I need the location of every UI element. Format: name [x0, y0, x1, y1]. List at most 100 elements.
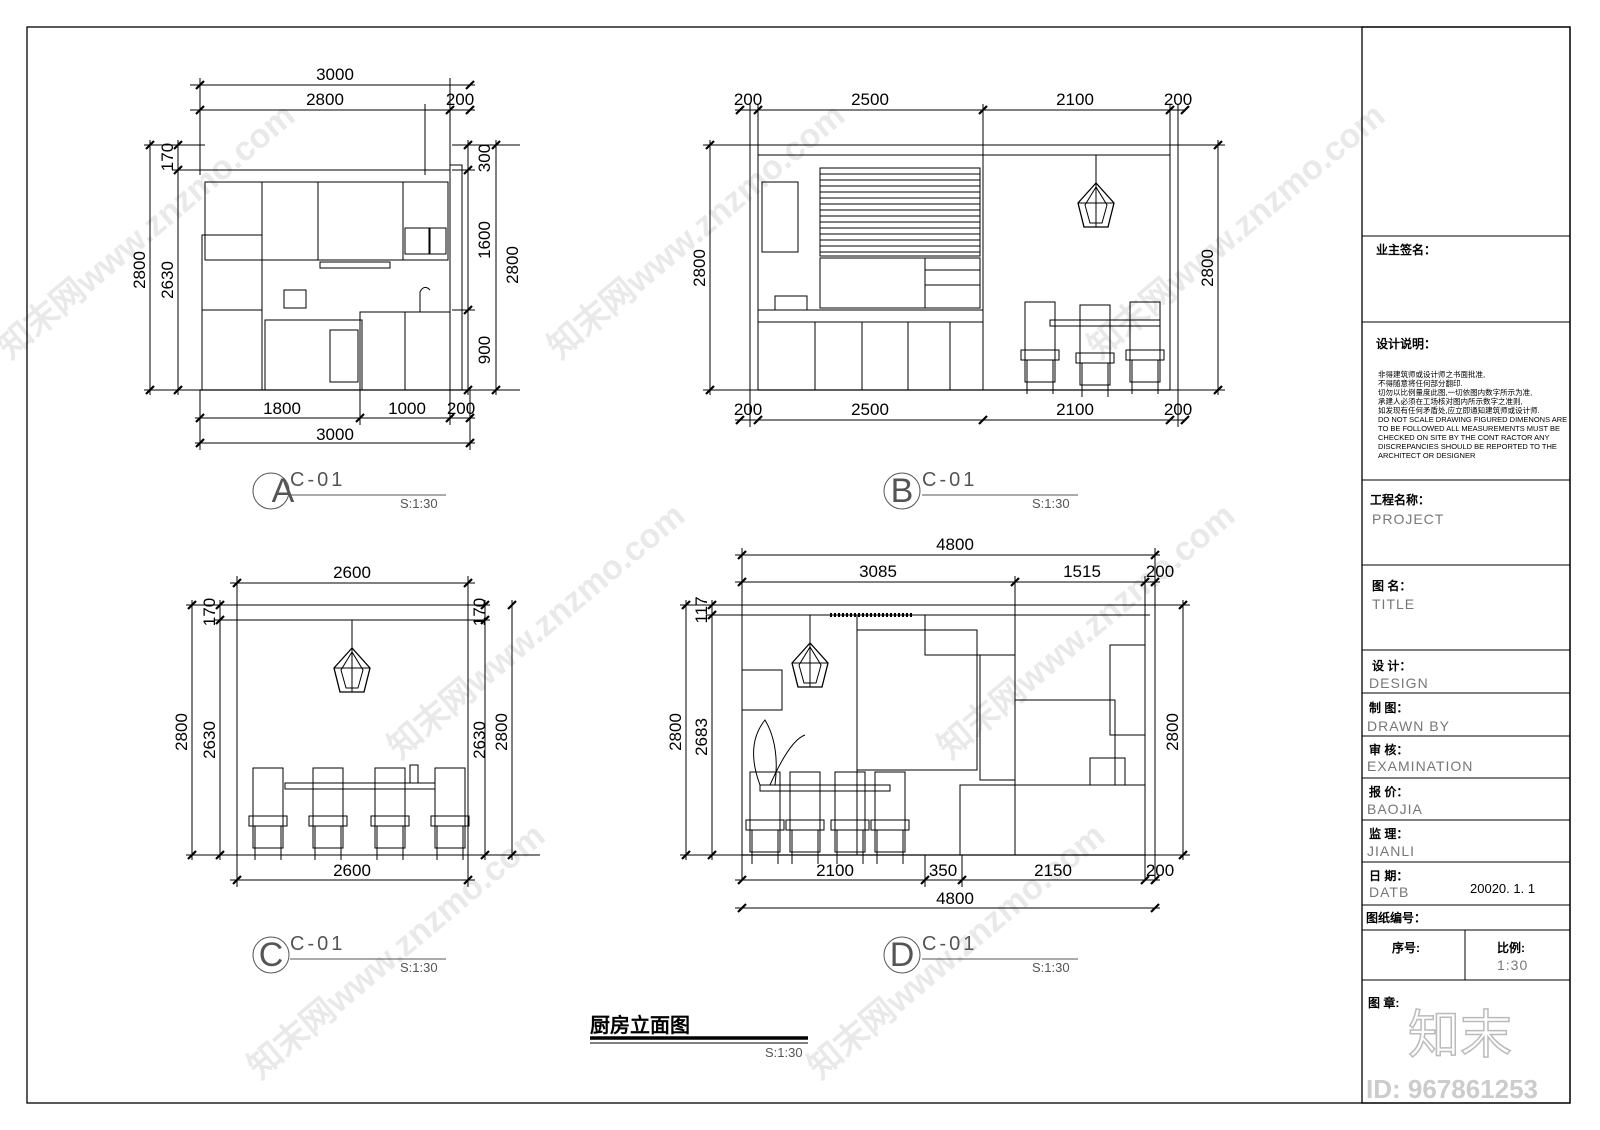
dim-label: 2800 [172, 713, 191, 751]
note-line: TO BE FOLLOWED ALL MEASUREMENTS MUST BE [1378, 424, 1560, 433]
note-line: DISCREPANCIES SHOULD BE REPORTED TO THE [1378, 442, 1557, 451]
dim-label: 200 [1146, 562, 1174, 581]
elevation-d: 4800 3085 1515 200 2800 117 2683 2800 21… [666, 535, 1190, 914]
watermark-layer: 知末网www.znzmo.com 知末网www.znzmo.com 知末网www… [0, 96, 1392, 1086]
elevation-a-scale: S:1:30 [400, 496, 438, 511]
elevation-b-marker [883, 472, 921, 510]
dim-label: 2630 [470, 721, 489, 759]
supervisor-label: 监 理： [1369, 826, 1408, 841]
drawing-scale: S:1:30 [765, 1045, 803, 1060]
scale-label: 比例: [1497, 940, 1525, 955]
dim-label: 200 [1164, 90, 1192, 109]
dim-label: 2600 [333, 861, 371, 880]
dim-label: 1600 [475, 221, 494, 259]
project-label: 工程名称： [1370, 492, 1430, 507]
project-value: PROJECT [1372, 511, 1444, 527]
dim-label: 200 [734, 400, 762, 419]
date-label: 日 期： [1369, 868, 1408, 883]
drawing-no-label: 图纸编号： [1366, 910, 1426, 925]
dim-label: 117 [692, 596, 711, 623]
watermark-text: 知末网www.znzmo.com [241, 816, 552, 1086]
dim-label: 2100 [1056, 400, 1094, 419]
design-notes: 非得建筑师或设计师之书面批准, 不得随意将任何部分翻印. 切勿以比例量度此图,一… [1378, 369, 1567, 460]
dim-label: 2800 [130, 251, 149, 289]
elevation-c: 2600 2800 170 2630 170 2630 2800 2600 [172, 563, 540, 887]
dim-label: 900 [475, 336, 494, 364]
design-value: DESIGN [1369, 675, 1429, 691]
elevation-c-marker [252, 936, 290, 974]
elevation-d-scale: S:1:30 [1032, 960, 1070, 975]
elevation-b-ref: C-01 [922, 469, 977, 491]
note-line: 非得建筑师或设计师之书面批准, [1378, 369, 1485, 379]
seal-label: 图 章: [1368, 995, 1399, 1010]
exam-value: EXAMINATION [1367, 758, 1473, 774]
drawing-title: 厨房立面图 [590, 1013, 690, 1037]
supervisor-value: JIANLI [1367, 843, 1415, 859]
dim-label: 300 [475, 144, 494, 172]
dim-label: 2800 [306, 90, 344, 109]
drawn-label: 制 图： [1369, 700, 1408, 715]
note-line: ARCHITECT OR DESIGNER [1378, 451, 1476, 460]
dim-label: 3000 [316, 65, 354, 84]
note-line: 承建人必须在工场核对图内所示数字之准则, [1378, 396, 1523, 406]
dim-label: 2683 [692, 718, 711, 756]
price-label: 报 价： [1369, 784, 1408, 799]
dim-label: 200 [447, 399, 475, 418]
owner-sign-label: 业主签名： [1376, 242, 1436, 257]
date-value: DATB [1369, 884, 1409, 900]
elevation-d-letter: D [890, 936, 915, 974]
dim-label: 2800 [690, 249, 709, 287]
watermark-text: 知末网www.znzmo.com [0, 96, 302, 366]
watermark-text: 知末网www.znzmo.com [541, 96, 852, 366]
dim-label: 2500 [851, 90, 889, 109]
dim-label: 3085 [859, 562, 897, 581]
dim-label: 2630 [158, 261, 177, 299]
date-text: 20020. 1. 1 [1470, 881, 1535, 896]
dim-label: 2100 [816, 861, 854, 880]
dim-label: 2800 [1163, 713, 1182, 751]
dim-label: 2600 [333, 563, 371, 582]
watermark-logo: 知末 [1408, 1007, 1512, 1065]
title-label: 图 名： [1372, 578, 1411, 593]
dim-label: 170 [470, 598, 489, 626]
note-line: CHECKED ON SITE BY THE CONT RACTOR ANY [1378, 433, 1550, 442]
scale-value: 1:30 [1497, 957, 1528, 973]
dim-label: 2800 [492, 713, 511, 751]
note-line: 如发现有任何矛盾处,应立即通知建筑师或设计师. [1378, 405, 1540, 415]
dim-label: 2800 [666, 713, 685, 751]
exam-label: 审 核： [1369, 742, 1408, 757]
dim-label: 2630 [200, 721, 219, 759]
elevation-b: 200 2500 2100 200 2800 2800 200 2500 210… [690, 90, 1225, 427]
elevation-d-ref: C-01 [922, 933, 977, 955]
elevation-b-letter: B [891, 472, 914, 510]
note-line: DO NOT SCALE DRAWING FIGURED DIMENONS AR… [1378, 415, 1567, 424]
dim-label: 200 [446, 90, 474, 109]
dim-label: 200 [1164, 400, 1192, 419]
note-line: 切勿以比例量度此图,一切依图内数字所示为准, [1378, 387, 1532, 397]
serial-label: 序号: [1392, 940, 1420, 955]
elevation-c-letter: C [259, 936, 284, 974]
dim-label: 1000 [388, 399, 426, 418]
dim-label: 200 [734, 90, 762, 109]
dim-label: 170 [158, 143, 177, 171]
price-value: BAOJIA [1367, 801, 1423, 817]
dim-label: 4800 [936, 535, 974, 554]
dim-label: 2100 [1056, 90, 1094, 109]
dim-label: 200 [1146, 861, 1174, 880]
design-notes-label: 设计说明： [1376, 336, 1436, 351]
elevation-a-marker [252, 472, 290, 510]
dim-label: 4800 [936, 889, 974, 908]
elevation-c-ref: C-01 [290, 933, 345, 955]
dim-label: 350 [929, 861, 957, 880]
note-line: 不得随意将任何部分翻印. [1378, 378, 1463, 388]
dim-label: 1800 [263, 399, 301, 418]
elevation-b-scale: S:1:30 [1032, 496, 1070, 511]
elevation-c-scale: S:1:30 [400, 960, 438, 975]
dim-label: 2500 [851, 400, 889, 419]
dim-label: 170 [200, 598, 219, 626]
watermark-text: 知末网www.znzmo.com [381, 496, 692, 766]
elevation-a-ref: C-01 [290, 469, 345, 491]
elevation-a-letter: A [272, 472, 295, 510]
dim-label: 3000 [316, 425, 354, 444]
